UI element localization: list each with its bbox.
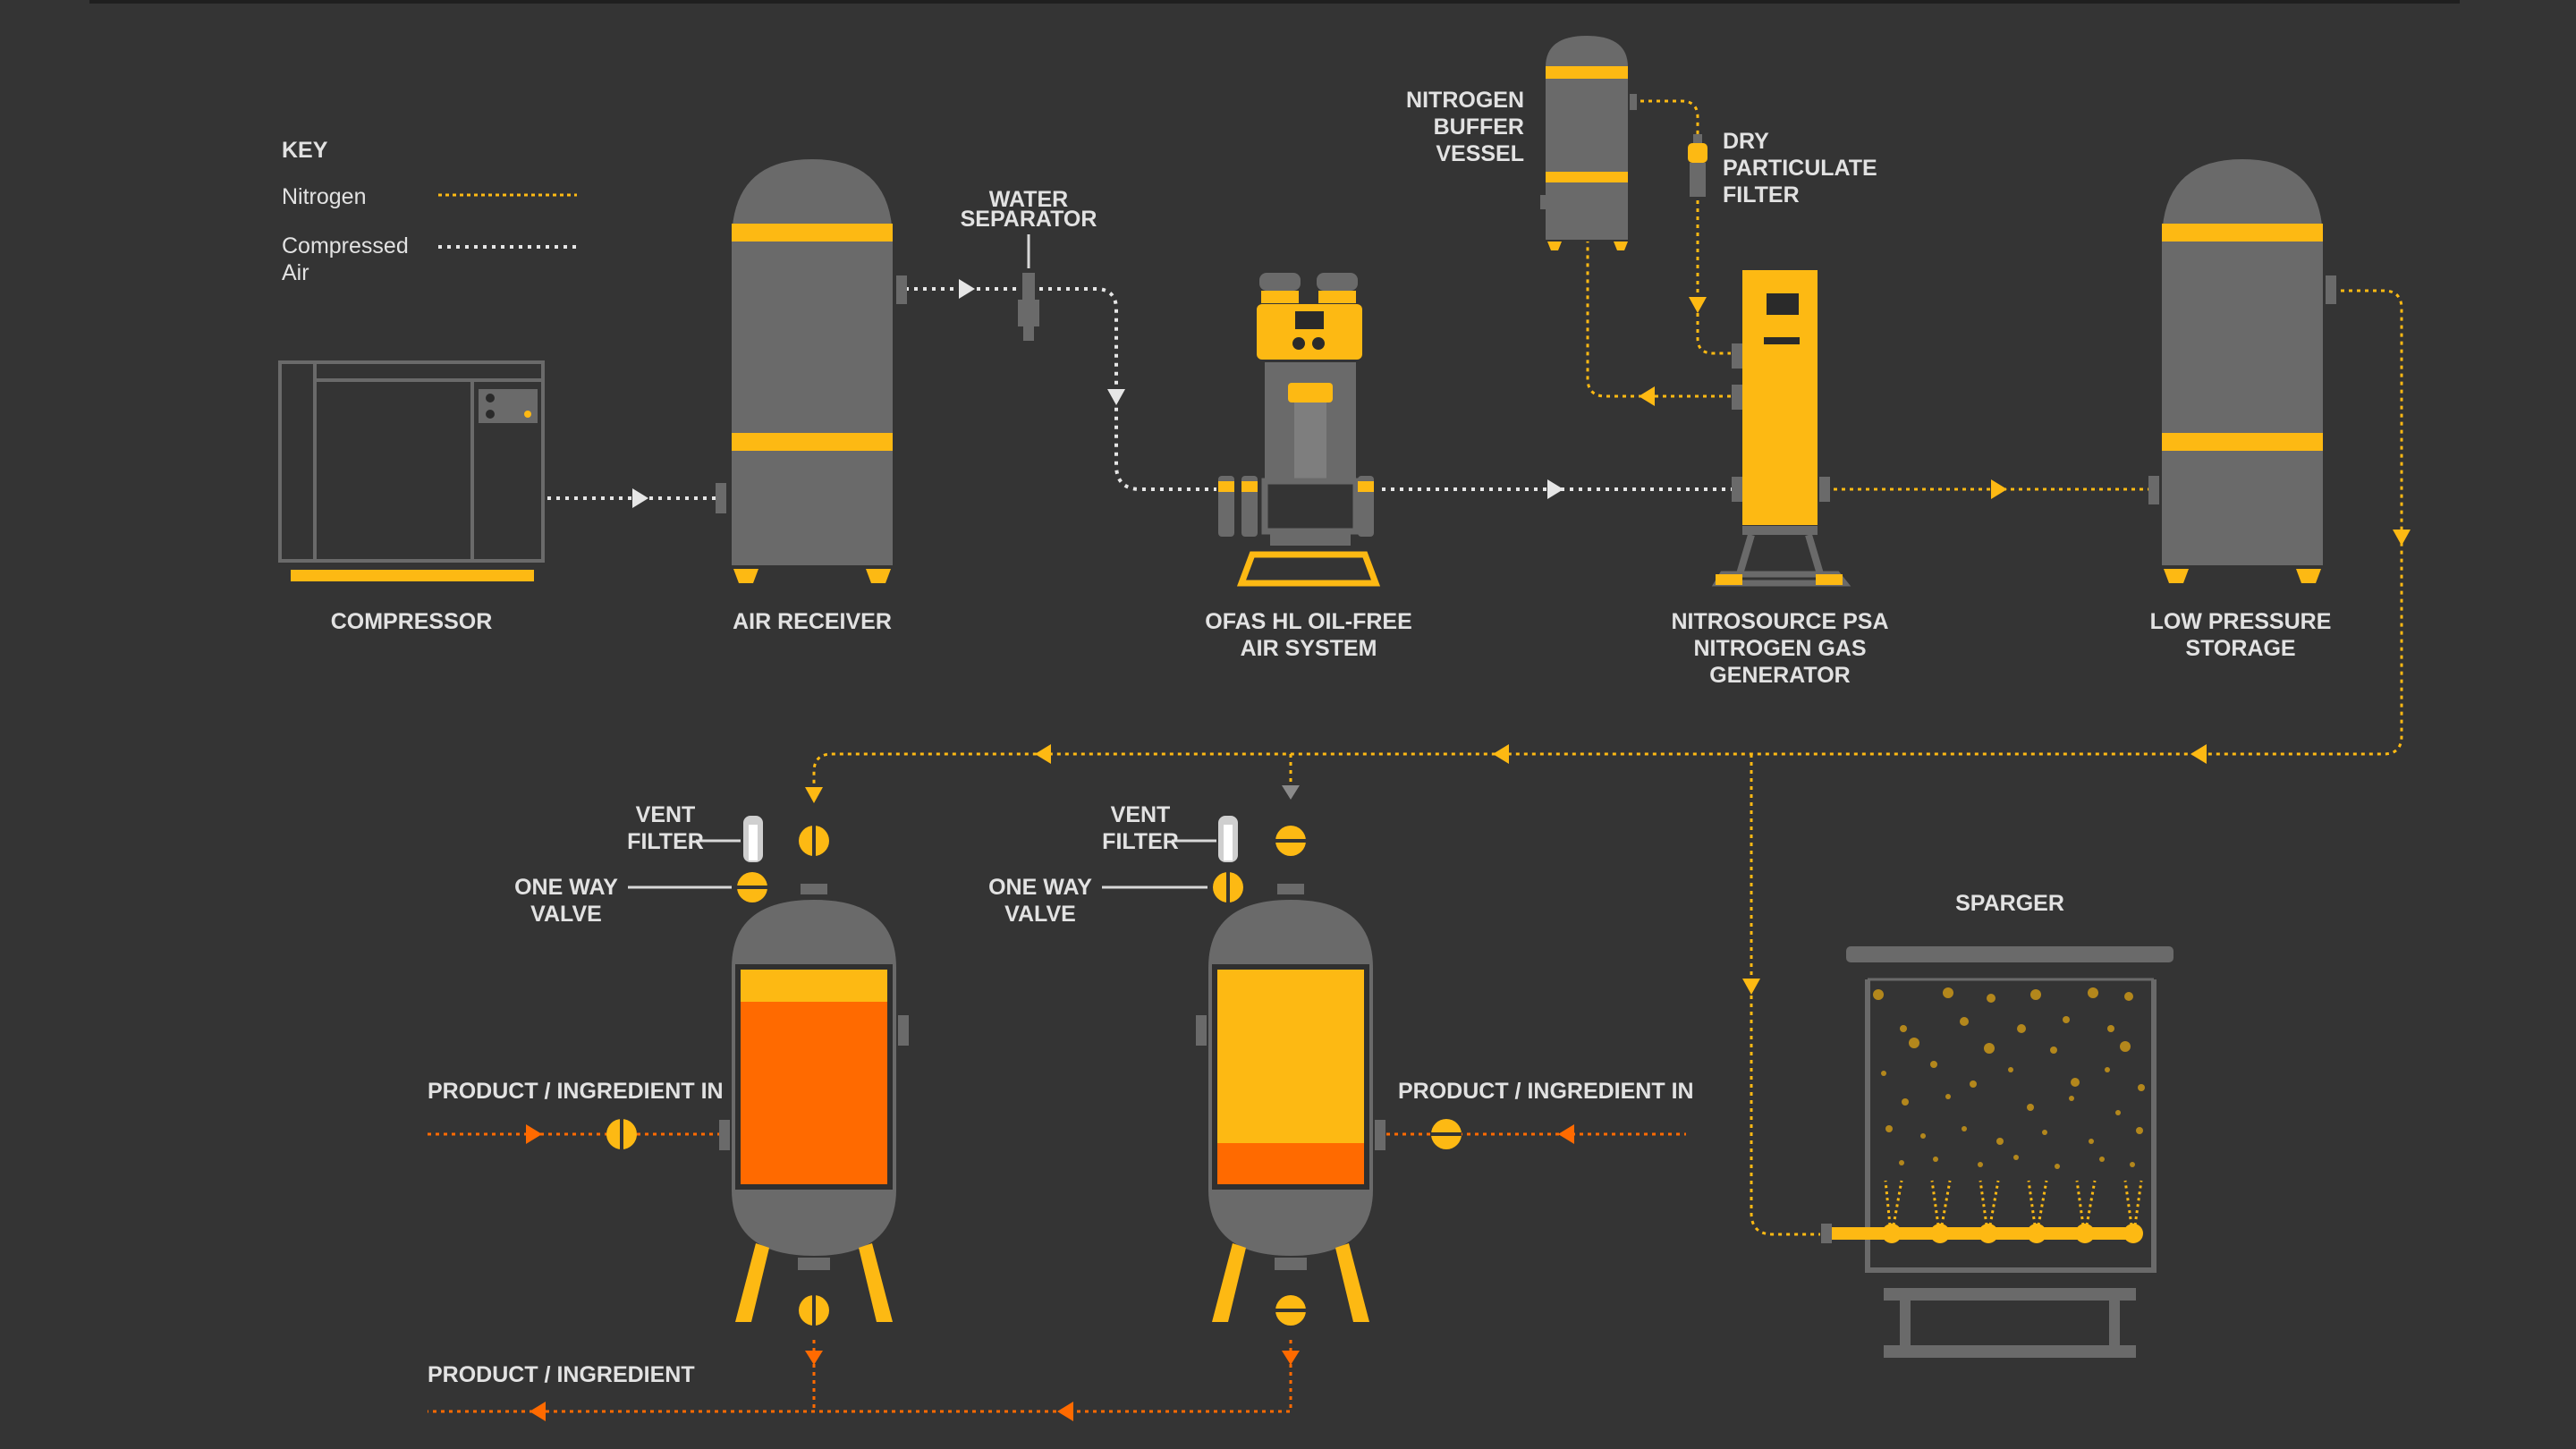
label-storage: LOW PRESSURE bbox=[2150, 609, 2332, 634]
label-dry-filter: DRY bbox=[1723, 129, 1769, 154]
compressor-base bbox=[291, 570, 534, 581]
compressor-control-panel bbox=[479, 389, 538, 423]
n2-arrow-tank2-inlet bbox=[1282, 785, 1300, 800]
label-nitrosource: NITROSOURCE PSA bbox=[1671, 609, 1888, 634]
label-vent-filter-1b: FILTER bbox=[627, 829, 704, 854]
n2-arrow bbox=[2190, 744, 2207, 764]
label-product-out: PRODUCT / INGREDIENT bbox=[428, 1362, 695, 1387]
product-tank-2 bbox=[1102, 816, 1462, 1326]
nitrogen-arrows bbox=[805, 297, 2411, 995]
n2-line-generator-buffer bbox=[1586, 242, 1731, 398]
n2-arrow bbox=[1742, 979, 1760, 995]
label-valve-2: ONE WAY bbox=[988, 875, 1092, 900]
label-water-separator: WATER bbox=[989, 187, 1068, 212]
product-arrow bbox=[1282, 1351, 1300, 1365]
compressed-air-lines bbox=[547, 287, 1733, 500]
product-arrow bbox=[1558, 1124, 1574, 1144]
nitrogen-buffer-vessel bbox=[1540, 36, 1637, 250]
label-buffer-vessel: NITROGEN bbox=[1406, 88, 1524, 113]
product-arrow bbox=[1057, 1402, 1073, 1421]
air-arrow bbox=[1107, 389, 1125, 405]
n2-line-storage-main bbox=[812, 289, 2403, 792]
n2-line-dryfilter-generator bbox=[1696, 192, 1731, 355]
legend-nitrogen-label: Nitrogen bbox=[282, 184, 367, 209]
n2-line-branch-sparger bbox=[1750, 754, 1820, 1236]
label-vent-filter-2b: FILTER bbox=[1102, 829, 1179, 854]
air-receiver bbox=[732, 159, 907, 583]
ofas-control-box bbox=[1257, 304, 1362, 360]
label-product-in-1: PRODUCT / INGREDIENT IN bbox=[428, 1079, 724, 1104]
label-storage-2: STORAGE bbox=[2185, 636, 2295, 661]
sparger-streams bbox=[1884, 1180, 2143, 1226]
labels: COMPRESSOR AIR RECEIVER WATER SEPARATOR … bbox=[331, 88, 2332, 1387]
n2-arrow bbox=[2393, 530, 2411, 546]
n2-arrow bbox=[1639, 386, 1655, 406]
nitrogen-lines bbox=[812, 99, 2403, 1236]
label-water-separator-2: SEPARATOR bbox=[961, 207, 1097, 232]
product-arrows bbox=[526, 1124, 1574, 1421]
air-line-separator-ofas bbox=[1039, 287, 1216, 491]
product-arrow bbox=[526, 1124, 542, 1144]
compressor bbox=[278, 360, 726, 581]
label-ofas-2: AIR SYSTEM bbox=[1241, 636, 1377, 661]
air-arrow bbox=[632, 488, 648, 508]
product-tank-1 bbox=[606, 816, 909, 1326]
water-separator bbox=[1018, 234, 1039, 341]
label-product-in-2: PRODUCT / INGREDIENT IN bbox=[1398, 1079, 1694, 1104]
product-out-line bbox=[428, 1340, 1292, 1413]
label-dry-filter-3: FILTER bbox=[1723, 182, 1800, 208]
legend: KEY Nitrogen Compressed Air bbox=[282, 138, 577, 285]
label-air-receiver: AIR RECEIVER bbox=[733, 609, 892, 634]
label-sparger: SPARGER bbox=[1955, 891, 2064, 916]
label-valve-1: ONE WAY bbox=[514, 875, 618, 900]
n2-arrow bbox=[805, 787, 823, 803]
label-nitrosource-2: NITROGEN GAS bbox=[1693, 636, 1866, 661]
air-arrow bbox=[959, 279, 975, 299]
label-buffer-vessel-2: BUFFER bbox=[1434, 114, 1524, 140]
product-arrow bbox=[805, 1351, 823, 1365]
product-arrow bbox=[530, 1402, 546, 1421]
ofas-oil-free-air-system bbox=[1218, 273, 1381, 587]
label-vent-filter-1: VENT bbox=[636, 802, 696, 827]
n2-line-buffer-dryfilter bbox=[1632, 99, 1699, 143]
label-dry-filter-2: PARTICULATE bbox=[1723, 156, 1877, 181]
n2-arrow bbox=[1035, 744, 1051, 764]
label-valve-1b: VALVE bbox=[530, 902, 602, 927]
label-ofas: OFAS HL OIL-FREE bbox=[1205, 609, 1412, 634]
label-nitrosource-3: GENERATOR bbox=[1709, 663, 1850, 688]
dry-particulate-filter bbox=[1688, 134, 1707, 197]
label-buffer-vessel-3: VESSEL bbox=[1436, 141, 1524, 166]
legend-compressed-air-label-2: Air bbox=[282, 260, 309, 285]
legend-title: KEY bbox=[282, 138, 328, 163]
n2-arrow bbox=[1689, 297, 1707, 313]
label-vent-filter-2: VENT bbox=[1111, 802, 1171, 827]
sparger-nozzles bbox=[1882, 1224, 2143, 1243]
label-compressor: COMPRESSOR bbox=[331, 609, 493, 634]
low-pressure-storage bbox=[2148, 159, 2336, 583]
air-arrow bbox=[1547, 479, 1563, 499]
air-arrows bbox=[632, 279, 1563, 508]
n2-arrow bbox=[1493, 744, 1509, 764]
label-valve-2b: VALVE bbox=[1004, 902, 1076, 927]
sparger-bubbles bbox=[1873, 987, 2145, 1169]
sparger bbox=[1821, 946, 2174, 1358]
legend-compressed-air-label: Compressed bbox=[282, 233, 409, 258]
n2-arrow bbox=[1991, 479, 2007, 499]
nitrosource-generator bbox=[1711, 270, 1852, 587]
